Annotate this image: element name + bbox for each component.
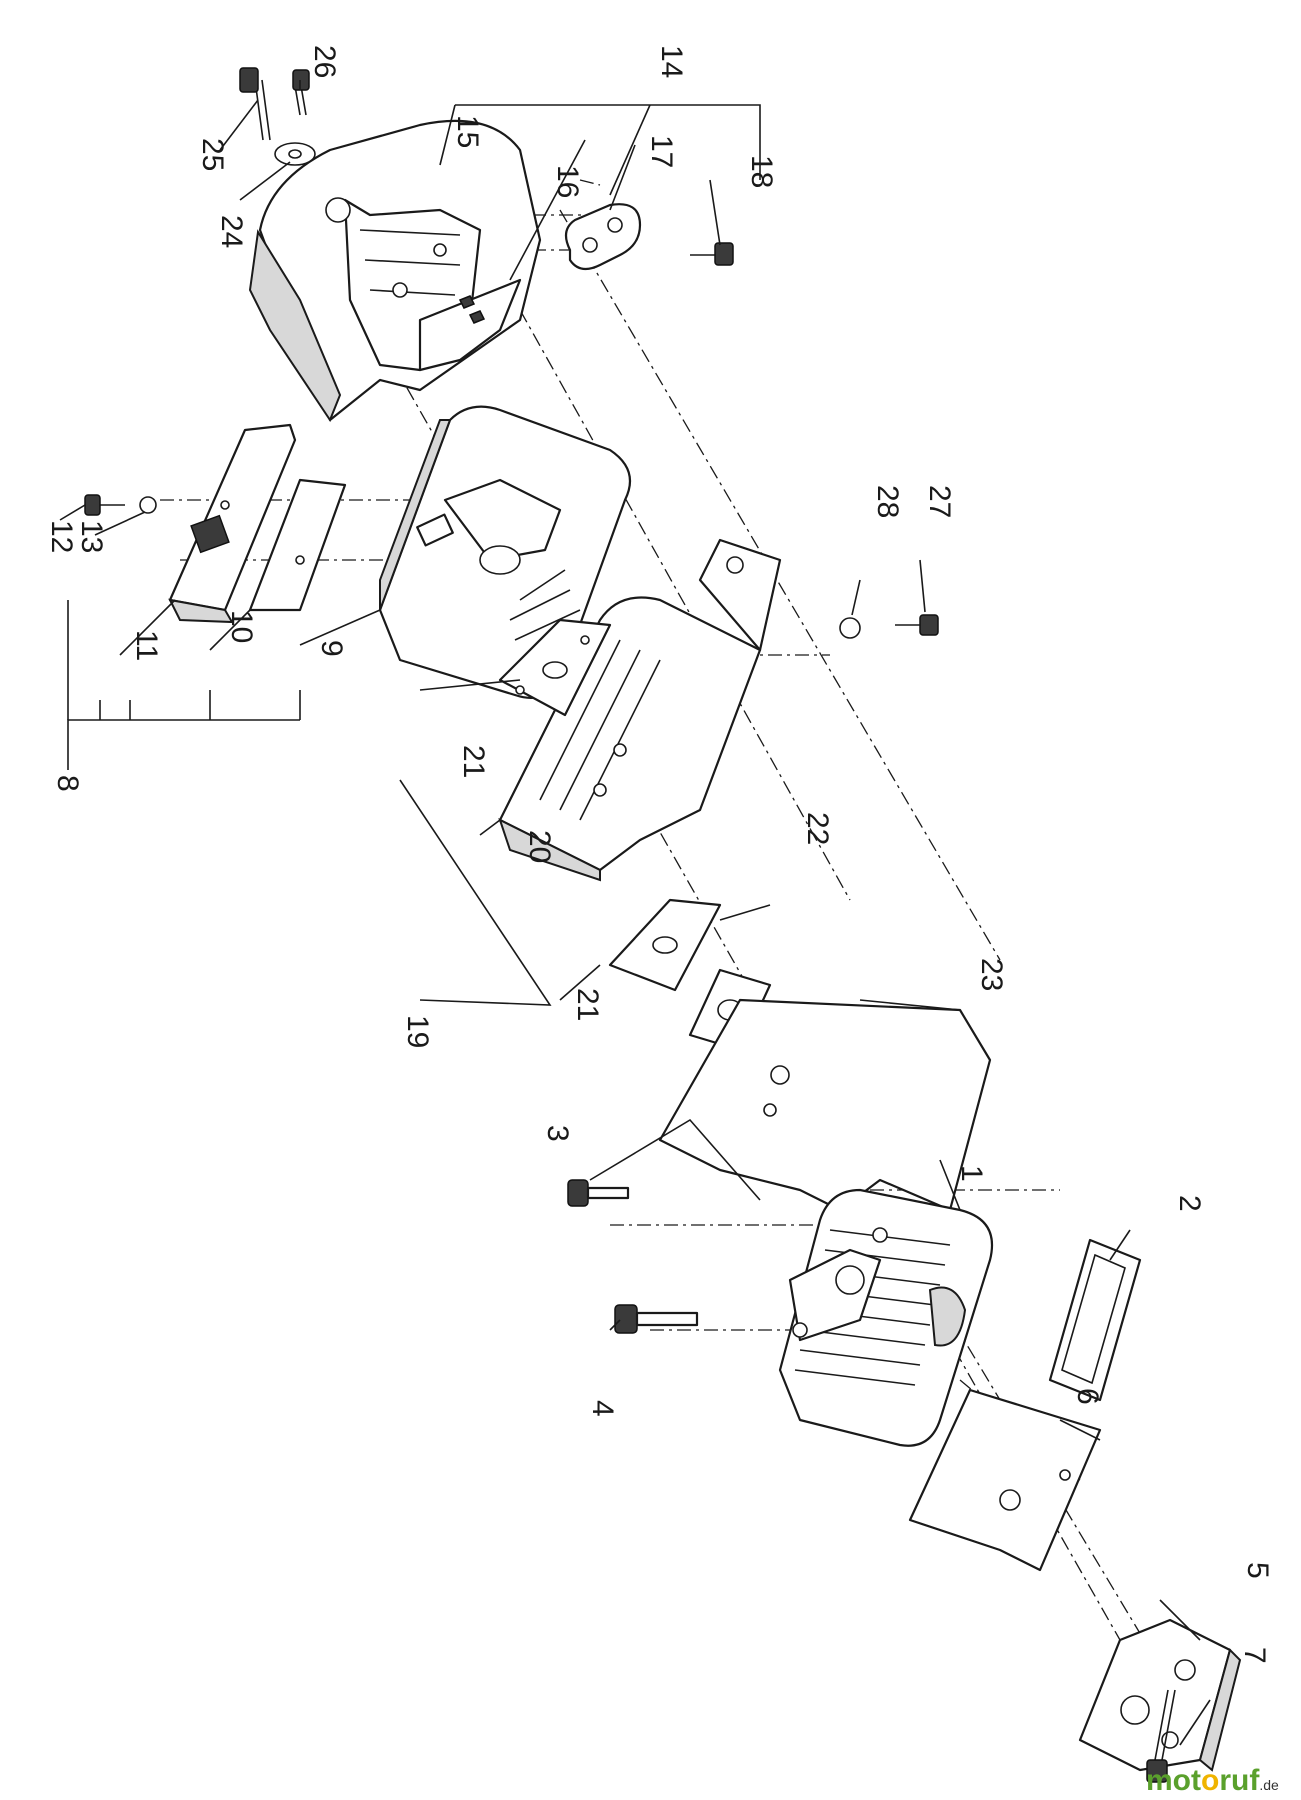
part-1-cylinder [778,1188,994,1447]
callout-2: 2 [1173,1195,1206,1212]
leader-lines [59,80,1211,1746]
callout-19: 19 [401,1015,434,1048]
part-21-gasket-upper [498,618,612,717]
callout-8: 8 [51,775,84,792]
part-7-screw [1146,1689,1176,1783]
callout-27: 27 [923,485,956,518]
part-5-adapter [1078,1618,1242,1772]
logo-text-o: o [1201,1764,1219,1797]
callout-21b: 21 [571,988,604,1021]
part-21-gasket-lower [608,898,722,992]
callout-26: 26 [308,45,341,78]
callout-11: 11 [130,630,163,661]
logo-text-b: ruf [1219,1764,1260,1797]
callout-9: 9 [315,640,348,657]
callout-20: 20 [523,830,556,863]
callout-15: 15 [451,115,484,148]
part-3-bolt [567,1179,630,1207]
part-2-base-gasket [1048,1238,1142,1402]
logo-tld: .de [1259,1777,1279,1793]
callout-3: 3 [541,1125,574,1142]
callout-22: 22 [801,812,834,845]
callout-21a: 21 [457,745,490,778]
part-20-heat-shield [498,538,782,882]
callout-10: 10 [225,610,258,643]
callout-17: 17 [645,135,678,168]
callout-5: 5 [1241,1562,1274,1579]
logo-text-a: mot [1146,1764,1201,1797]
part-23-shield-plate [658,998,992,1212]
callout-12: 12 [45,520,78,553]
callout-7: 7 [1238,1647,1271,1664]
callout-4: 4 [586,1400,619,1417]
callout-25: 25 [196,138,229,171]
part-11-screen-holder [168,423,347,624]
motoruf-logo: motoruf.de [1146,1764,1279,1797]
callout-6: 6 [1071,1388,1104,1405]
part-18-screw [690,242,734,266]
part-6-insulator-plate [908,1388,1102,1572]
part-17-bracket-plate [564,203,642,271]
part-4-bolt [614,1304,699,1334]
part-25-26-screws [239,67,316,166]
part-27-screw [895,614,939,636]
callout-24: 24 [215,215,248,248]
callout-18: 18 [745,155,778,188]
part-12-13-screw-washer [84,494,157,516]
callout-16: 16 [551,165,584,198]
callout-23: 23 [975,958,1008,991]
callout-1: 1 [955,1165,988,1182]
callout-13: 13 [75,520,108,553]
callout-28: 28 [871,485,904,518]
callout-labels: 1 2 3 4 5 6 7 8 9 10 11 12 13 14 15 16 1… [45,45,1274,1664]
callout-14: 14 [655,45,688,78]
part-15-exhaust-cover [248,119,542,423]
part-28-washer [839,617,861,639]
svg-text:motoruf.de: motoruf.de [1146,1764,1279,1797]
